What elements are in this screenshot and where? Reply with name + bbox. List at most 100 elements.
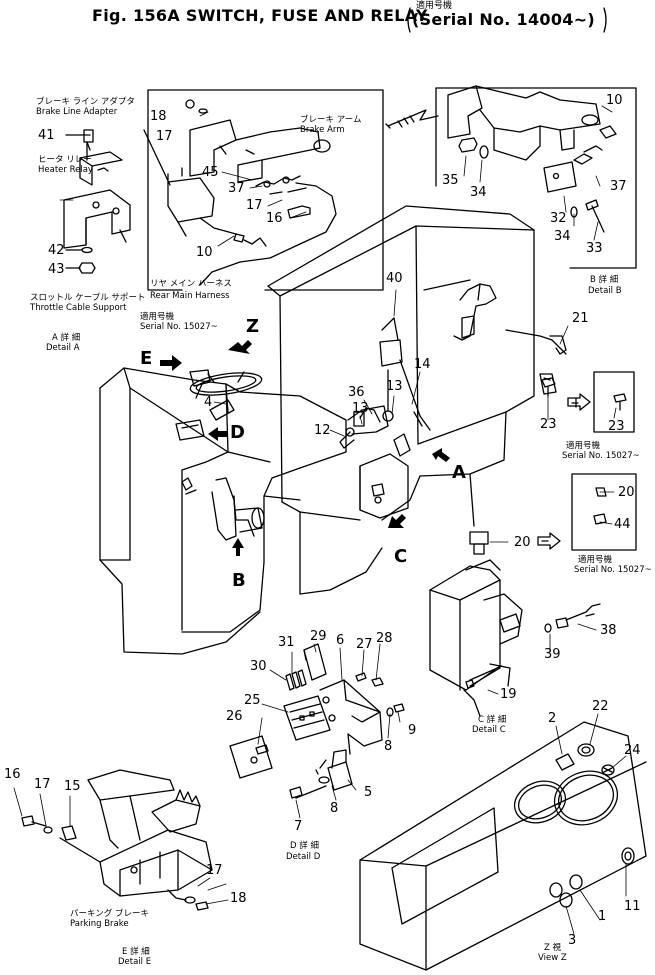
callout-37: 37: [228, 181, 245, 196]
brake-line-adapter-label: Brake Line Adapter: [36, 107, 118, 117]
callout-22: 22: [592, 699, 609, 714]
detail-b-jp: B 詳 細: [590, 275, 619, 285]
serial-2: Serial No. 15027~: [562, 451, 640, 461]
detail-d-caption: Detail D: [286, 852, 321, 862]
callout-31: 31: [278, 635, 295, 650]
view-letter-d: D: [230, 422, 245, 443]
callout-17: 17: [206, 863, 223, 878]
serial-3-jp: 適用号機: [578, 555, 613, 565]
detail-a-jp: A 詳 細: [52, 333, 81, 343]
callout-19: 19: [500, 687, 517, 702]
callout-28: 28: [376, 631, 393, 646]
detail-d-drawing: [229, 643, 405, 799]
callout-13: 13: [386, 379, 403, 394]
callout-29: 29: [310, 629, 327, 644]
heater-relay-label: Heater Relay: [38, 165, 93, 175]
part-23: [541, 335, 567, 397]
callout-39: 39: [544, 647, 561, 662]
serial-boxes: [571, 371, 637, 551]
heater-relay-jp: ヒータ リレー: [38, 155, 92, 165]
callout-9: 9: [408, 723, 417, 738]
serial-1: Serial No. 15027~: [140, 322, 218, 332]
callout-34: 34: [470, 185, 487, 200]
parking-brake-jp: パーキング ブレーキ: [70, 909, 149, 919]
callout-23: 23: [540, 417, 557, 432]
callout-37: 37: [610, 179, 627, 194]
title-serial: (Serial No. 14004~): [412, 10, 596, 29]
detail-b-drawing: [385, 85, 637, 269]
view-letter-z: Z: [246, 316, 260, 337]
detail-c-caption: Detail C: [472, 725, 506, 735]
callout-43: 43: [48, 262, 65, 277]
callout-26: 26: [226, 709, 243, 724]
parking-brake-label: Parking Brake: [70, 919, 129, 929]
brake-arm-jp: ブレーキ アーム: [300, 115, 362, 125]
throttle-support-jp: スロットル ケーブル サポート: [30, 293, 146, 303]
view-z-drawing: [359, 721, 647, 971]
callout-2: 2: [548, 711, 557, 726]
callout-5: 5: [364, 785, 373, 800]
callout-16: 16: [266, 211, 283, 226]
detail-c-jp: C 詳 細: [478, 715, 507, 725]
serial-2-jp: 適用号機: [566, 441, 601, 451]
callout-17: 17: [246, 198, 263, 213]
view-letter-b: B: [232, 570, 246, 591]
view-arrows: [160, 340, 450, 556]
callout-27: 27: [356, 637, 373, 652]
callout-14: 14: [414, 357, 431, 372]
detail-b-caption: Detail B: [588, 286, 622, 296]
callout-34: 34: [554, 229, 571, 244]
detail-e-caption: Detail E: [118, 957, 152, 967]
callout-1: 1: [598, 909, 607, 924]
callout-7: 7: [294, 819, 303, 834]
leader-lines: [13, 105, 627, 935]
callout-8: 8: [384, 739, 393, 754]
callout-10: 10: [196, 245, 213, 260]
brake-line-adapter-jp: ブレーキ ライン アダプタ: [36, 97, 135, 107]
callout-38: 38: [600, 623, 617, 638]
callout-40: 40: [386, 271, 403, 286]
view-letter-c: C: [394, 546, 408, 567]
throttle-support-label: Throttle Cable Support: [30, 303, 127, 313]
machine-body: [99, 205, 567, 655]
rear-harness-label: Rear Main Harness: [150, 291, 230, 301]
detail-d-jp: D 詳 細: [290, 841, 319, 851]
callout-25: 25: [244, 693, 261, 708]
callout-45: 45: [202, 165, 219, 180]
callout-10: 10: [606, 93, 623, 108]
view-z-caption: View Z: [538, 953, 567, 963]
callout-33: 33: [586, 241, 603, 256]
view-letter-e: E: [140, 348, 153, 369]
callout-16: 16: [4, 767, 21, 782]
brake-arm-box: [143, 89, 384, 291]
detail-a-drawing: [63, 129, 131, 274]
callout-24: 24: [624, 743, 641, 758]
title-rule: [407, 7, 607, 33]
callout-17: 17: [156, 129, 173, 144]
callout-36: 36: [348, 385, 365, 400]
serial-1-jp: 適用号機: [140, 312, 175, 322]
callout-23: 23: [608, 419, 625, 434]
rear-harness-jp: リヤ メイン ハーネス: [150, 279, 232, 289]
callout-6: 6: [336, 633, 345, 648]
callout-32: 32: [550, 211, 567, 226]
callout-20: 20: [618, 485, 635, 500]
callout-44: 44: [614, 517, 631, 532]
callout-3: 3: [568, 933, 577, 948]
detail-e-jp: E 詳 細: [122, 947, 150, 957]
callout-15: 15: [64, 779, 81, 794]
callout-21: 21: [572, 311, 589, 326]
callout-18: 18: [230, 891, 247, 906]
brake-arm-label: Brake Arm: [300, 125, 345, 135]
callout-42: 42: [48, 243, 65, 258]
callout-35: 35: [442, 173, 459, 188]
callout-12: 12: [314, 423, 331, 438]
detail-e-drawing: [21, 769, 213, 911]
callout-11: 11: [624, 899, 641, 914]
detail-c-drawing: [429, 531, 601, 717]
view-letter-a: A: [452, 462, 466, 483]
callout-4: 4: [204, 395, 213, 410]
callout-17: 17: [34, 777, 51, 792]
